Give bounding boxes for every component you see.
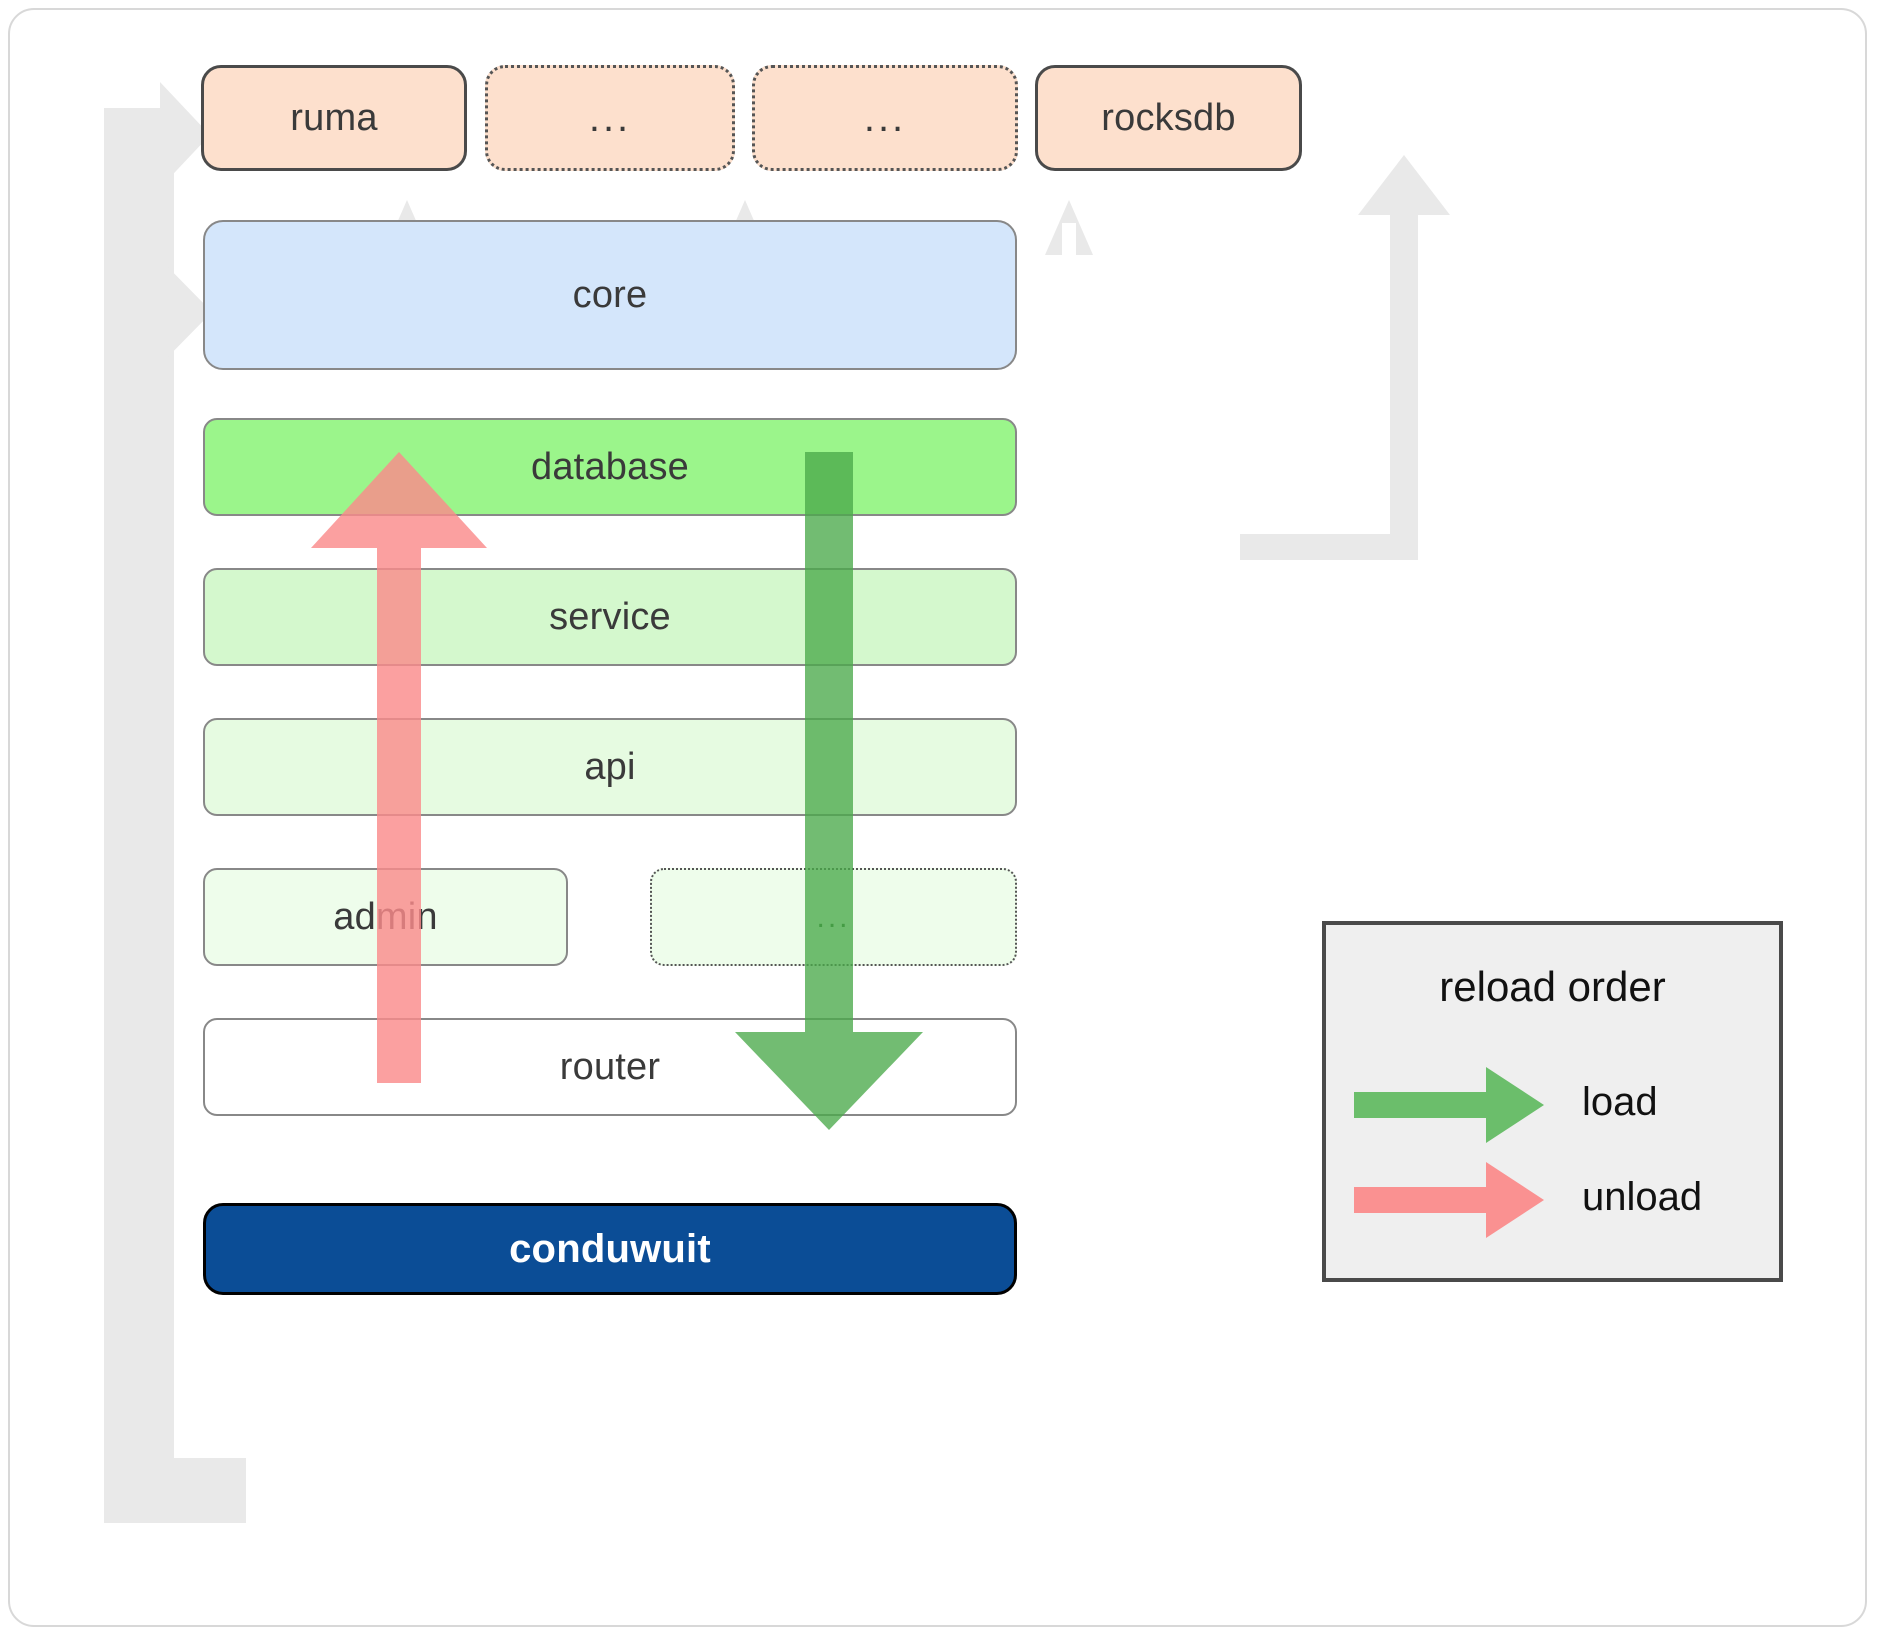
dependency-placeholder-2[interactable]: ... <box>752 65 1018 171</box>
dependency-ruma[interactable]: ruma <box>201 65 467 171</box>
layer-core[interactable]: core <box>203 220 1017 370</box>
dependency-placeholder-1-label: ... <box>588 96 632 140</box>
legend-title: reload order <box>1439 963 1666 1010</box>
layer-database-label: database <box>531 445 689 488</box>
layer-api[interactable]: api <box>203 718 1017 816</box>
layer-router[interactable]: router <box>203 1018 1017 1116</box>
layer-api-label: api <box>584 745 636 788</box>
dependency-rocksdb-label: rocksdb <box>1101 96 1236 139</box>
layer-router-label: router <box>559 1045 661 1088</box>
layer-service-label: service <box>549 595 671 638</box>
binary-conduwuit[interactable]: conduwuit <box>203 1203 1017 1295</box>
dependency-ruma-label: ruma <box>290 96 378 139</box>
legend-label-load: load <box>1582 1080 1658 1124</box>
layer-admin-label: admin <box>333 895 438 938</box>
layer-service[interactable]: service <box>203 568 1017 666</box>
dependency-rocksdb[interactable]: rocksdb <box>1035 65 1302 171</box>
legend-arrows <box>1354 1067 1544 1238</box>
layer-admin-placeholder-label: ... <box>816 900 851 934</box>
layer-admin-placeholder[interactable]: ... <box>650 868 1017 966</box>
layer-admin[interactable]: admin <box>203 868 568 966</box>
legend-load-arrow-icon <box>1354 1067 1544 1143</box>
binary-conduwuit-label: conduwuit <box>509 1226 711 1271</box>
legend-panel: reload order load unload <box>1322 921 1783 1282</box>
layer-database[interactable]: database <box>203 418 1017 516</box>
dependency-placeholder-1[interactable]: ... <box>485 65 735 171</box>
legend-label-unload: unload <box>1582 1175 1703 1219</box>
dependency-placeholder-2-label: ... <box>863 96 907 140</box>
layer-core-label: core <box>572 273 648 316</box>
legend-unload-arrow-icon <box>1354 1162 1544 1238</box>
